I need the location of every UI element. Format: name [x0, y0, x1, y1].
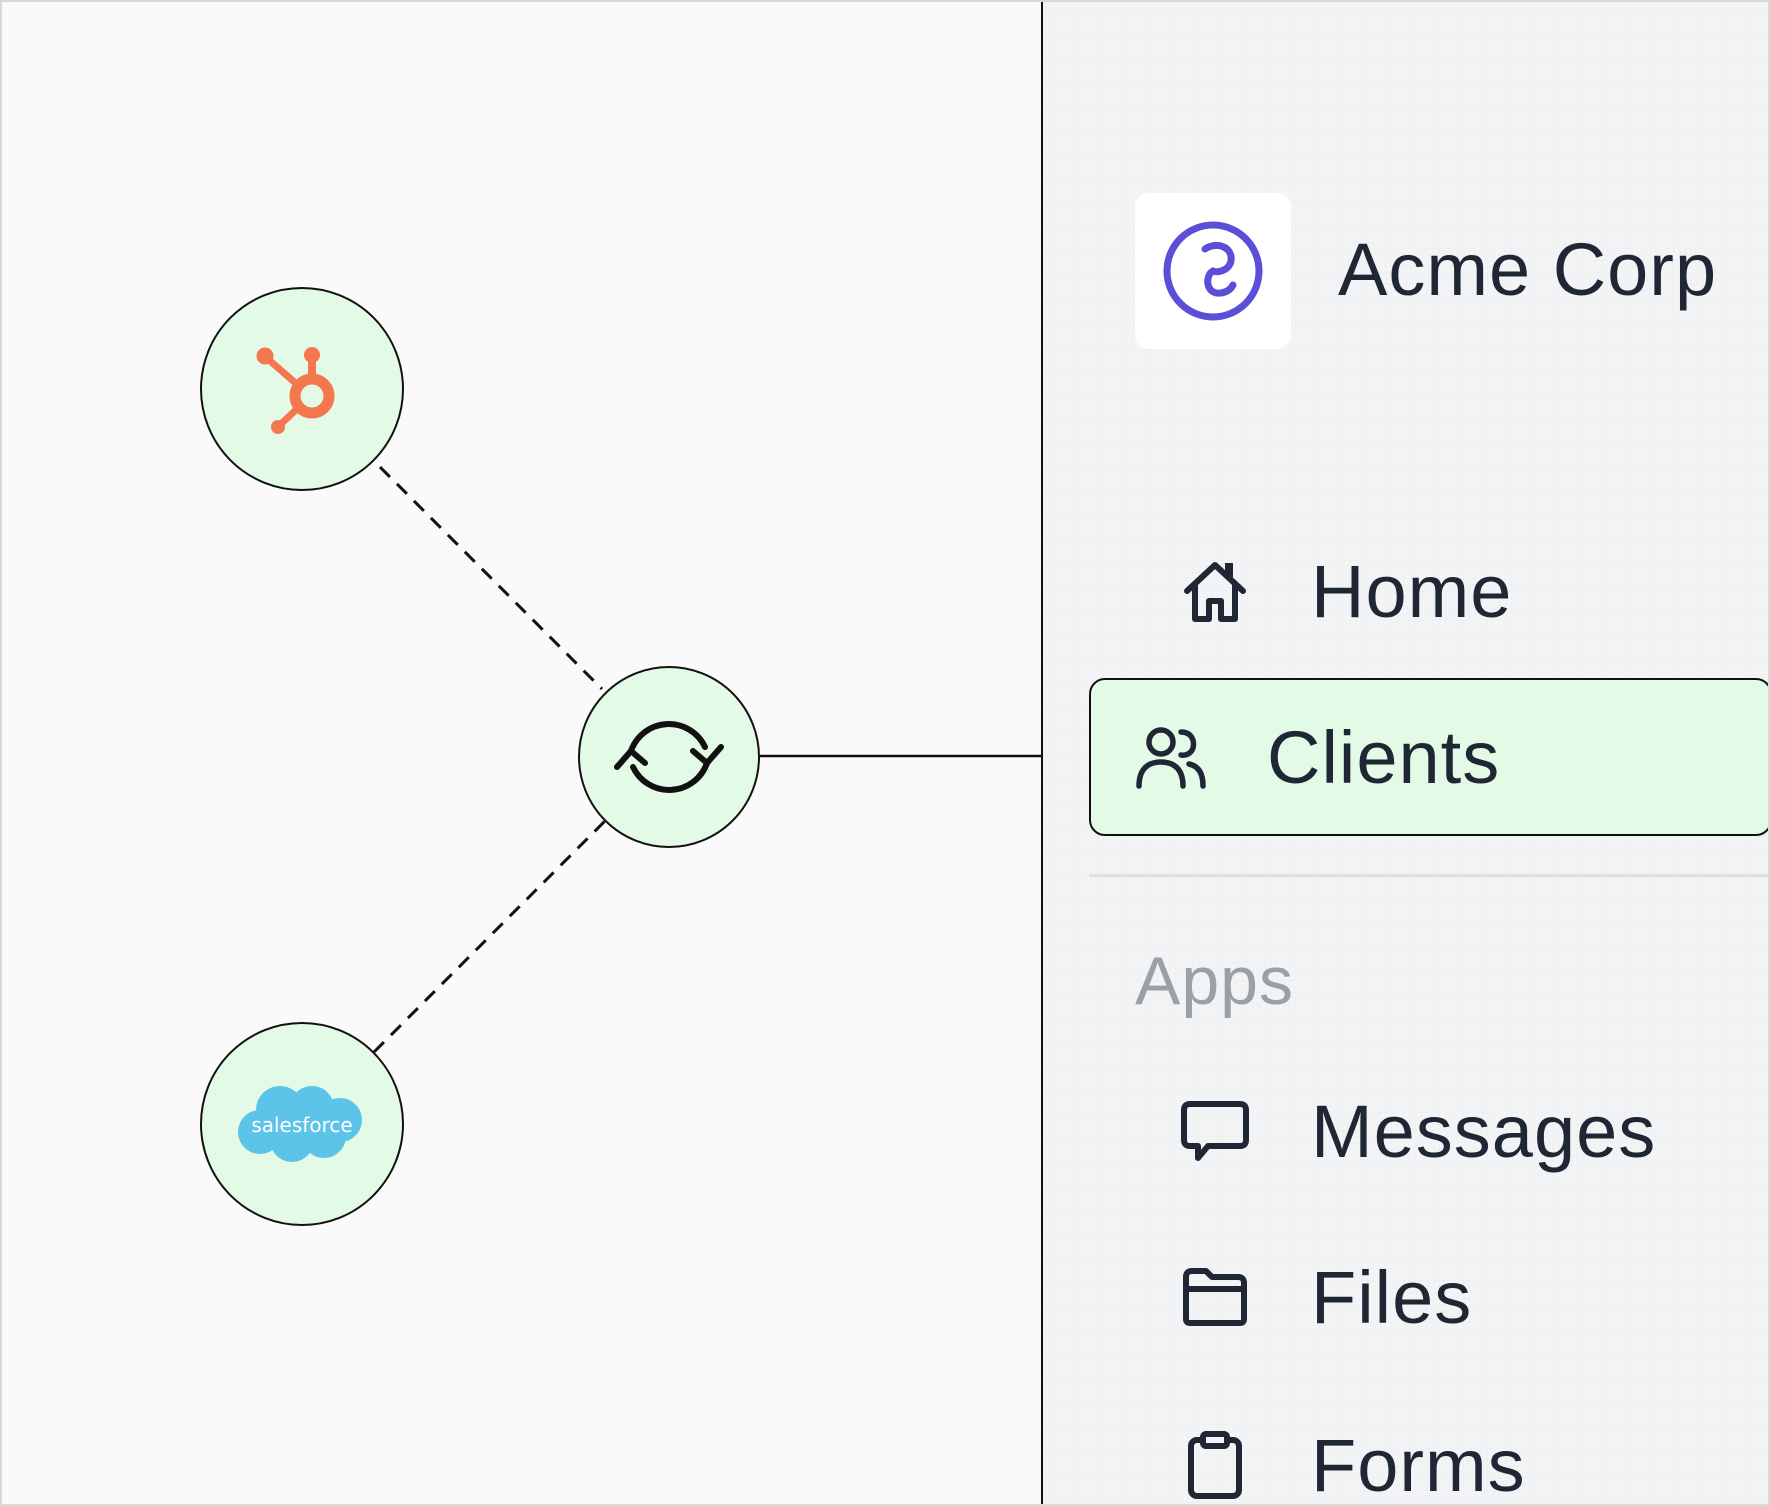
sidebar-item-label: Messages — [1311, 1089, 1657, 1173]
sidebar-item-label: Forms — [1311, 1423, 1526, 1506]
folder-icon — [1179, 1261, 1251, 1333]
hubspot-connector — [378, 465, 604, 691]
sidebar-item-messages[interactable]: Messages — [1089, 1054, 1768, 1208]
acme-logo-icon — [1163, 221, 1263, 321]
sidebar: Acme Corp Home Clien — [1041, 2, 1768, 1504]
sync-icon — [614, 721, 724, 793]
sidebar-divider — [1089, 874, 1768, 877]
sidebar-item-label: Files — [1311, 1255, 1473, 1339]
sidebar-item-label: Clients — [1267, 715, 1501, 799]
salesforce-node[interactable]: salesforce — [200, 1022, 404, 1226]
sync-node[interactable] — [578, 666, 760, 848]
salesforce-logo-icon: salesforce — [238, 1086, 362, 1162]
org-logo[interactable] — [1135, 193, 1291, 349]
sidebar-item-files[interactable]: Files — [1089, 1220, 1768, 1374]
sidebar-item-home[interactable]: Home — [1089, 514, 1768, 668]
clipboard-icon — [1179, 1429, 1251, 1501]
integration-diagram: salesforce — [2, 2, 1042, 1504]
home-icon — [1179, 555, 1251, 627]
chat-bubble-icon — [1179, 1095, 1251, 1167]
sidebar-item-forms[interactable]: Forms — [1089, 1388, 1768, 1506]
hubspot-node[interactable] — [200, 287, 404, 491]
org-name: Acme Corp — [1338, 228, 1718, 311]
salesforce-connector — [372, 816, 610, 1054]
connector-lines — [372, 465, 1042, 1054]
salesforce-logo-text: salesforce — [251, 1113, 352, 1137]
sidebar-item-label: Home — [1311, 549, 1513, 633]
apps-section-label: Apps — [1135, 943, 1294, 1019]
users-icon — [1135, 721, 1207, 793]
sidebar-item-clients[interactable]: Clients — [1089, 678, 1768, 836]
hubspot-logo-icon — [256, 347, 335, 434]
